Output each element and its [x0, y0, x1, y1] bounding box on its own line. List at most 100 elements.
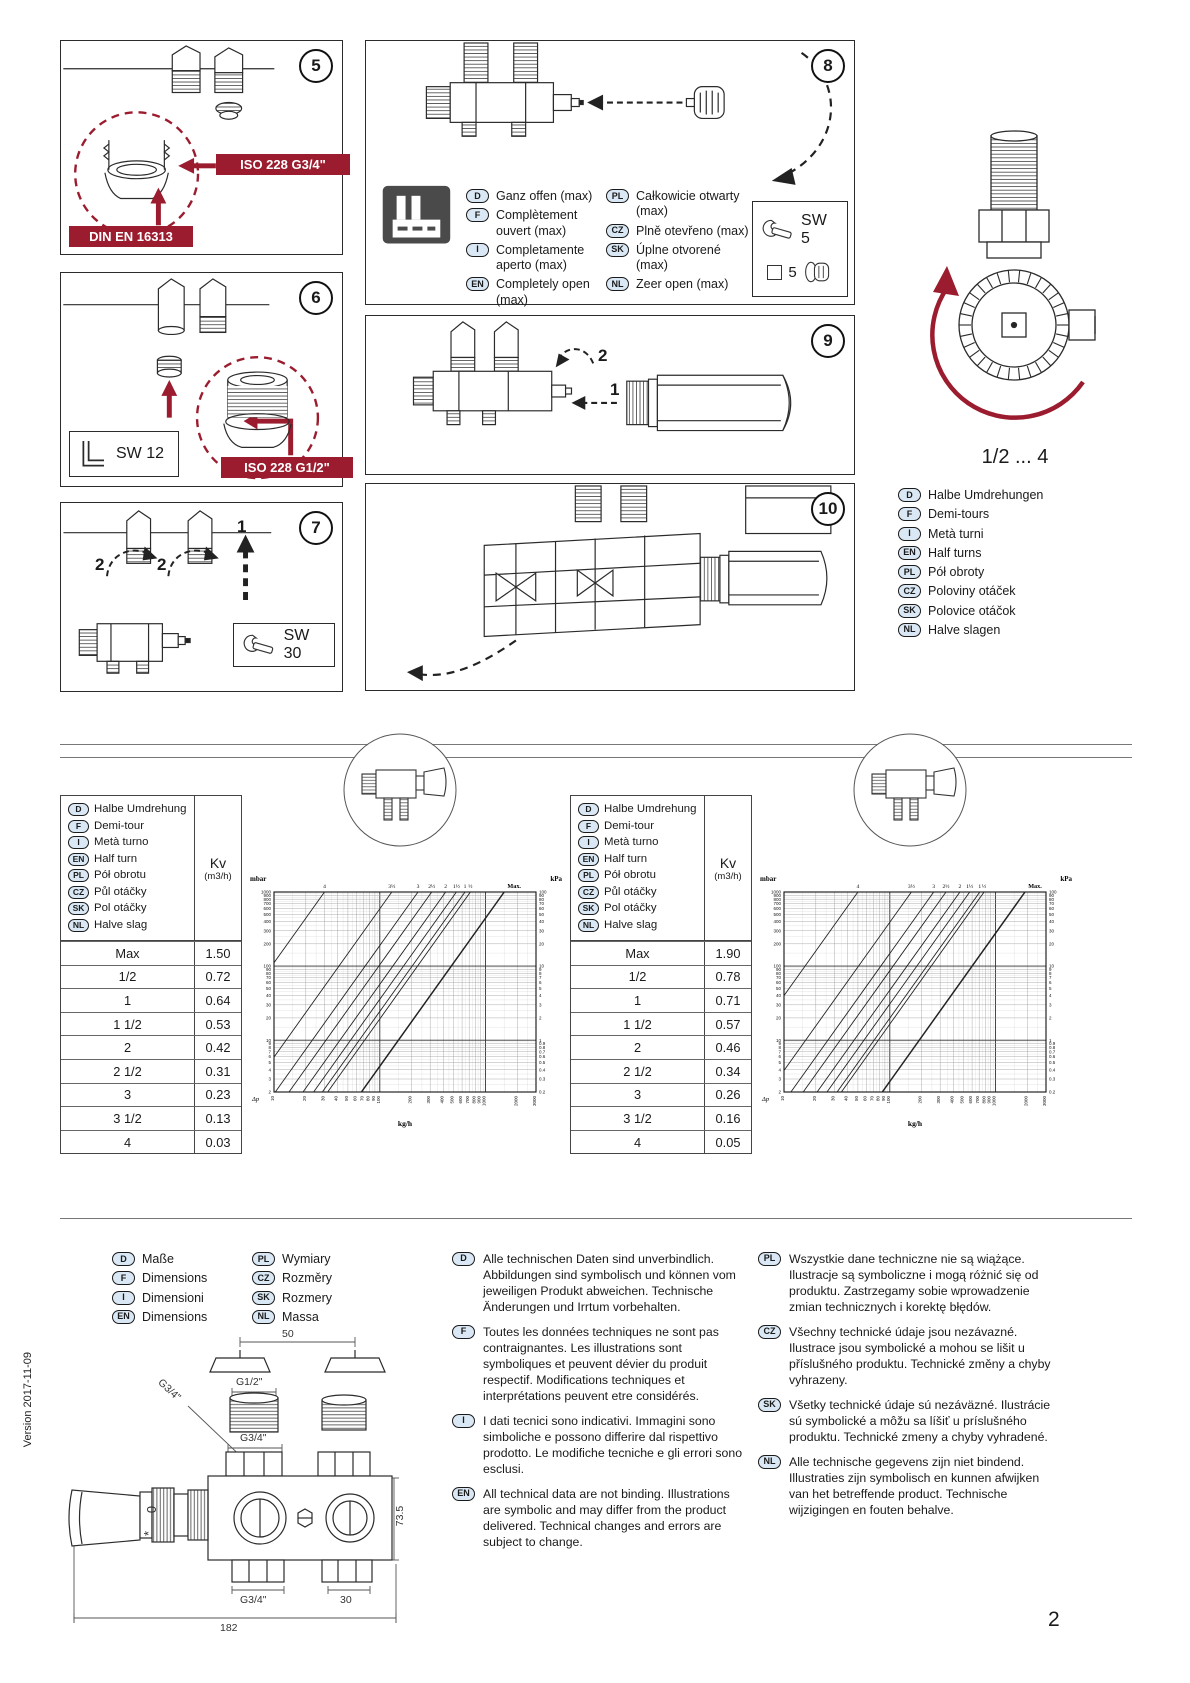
lang-badge: CZ: [68, 885, 89, 899]
svg-text:3000: 3000: [1042, 1096, 1047, 1107]
kv-table-left-header: D Halbe Umdrehung F Demi-tour I Metà tur…: [61, 796, 241, 941]
valve-medallion-left: [343, 733, 457, 847]
svg-text:40: 40: [539, 919, 545, 924]
wrench-icon: [243, 634, 274, 654]
half-turn-value: 1 1/2: [113, 1016, 142, 1032]
svg-text:20: 20: [539, 941, 545, 946]
lang-badge: NL: [898, 622, 921, 637]
lang-row: D Halbe Umdrehung: [68, 803, 192, 817]
lang-badge: I: [578, 836, 599, 849]
disclaimer-text: Všetky technické údaje sú nezáväzné. Ilu…: [789, 1397, 1051, 1444]
svg-text:5: 5: [778, 1060, 781, 1065]
dim-g34-top: G3/4": [240, 1432, 267, 1444]
svg-text:500: 500: [263, 912, 271, 917]
step-2-right: 2: [157, 555, 167, 574]
svg-text:300: 300: [263, 928, 271, 933]
svg-text:20: 20: [1049, 941, 1055, 946]
svg-text:30: 30: [831, 1096, 836, 1102]
lang-badge: F: [68, 819, 89, 833]
svg-text:600: 600: [968, 1096, 973, 1104]
lang-text: Dimensioni: [142, 1290, 204, 1305]
version-label: Version 2017-11-09: [22, 1352, 34, 1448]
lang-badge: PL: [758, 1252, 781, 1266]
lang-row: F Demi-tours: [898, 507, 1118, 522]
svg-text:2½: 2½: [428, 883, 435, 890]
disclaimer-text: I dati tecnici sono indicativi. Immagini…: [483, 1413, 743, 1476]
disclaimer-row: EN All technical data are not binding. I…: [452, 1486, 750, 1551]
kv-value: 1.90: [704, 942, 751, 965]
svg-text:8: 8: [1049, 971, 1052, 976]
lang-badge: D: [466, 189, 489, 203]
lang-row: D Halbe Umdrehung: [578, 803, 702, 817]
din-en-16313-label: DIN EN 16313: [69, 226, 193, 247]
lang-text: Demi-tour: [604, 819, 655, 832]
svg-text:40: 40: [1049, 919, 1055, 924]
half-turn-value: 3: [123, 1087, 132, 1103]
lang-row: F Demi-tour: [578, 819, 702, 834]
svg-text:80: 80: [539, 897, 545, 902]
svg-text:400: 400: [439, 1096, 444, 1104]
lang-row: CZ Půl otáčky: [578, 885, 702, 900]
lang-badge: F: [578, 819, 599, 833]
svg-text:30: 30: [1049, 928, 1055, 933]
sw30-box: SW 30: [233, 623, 335, 667]
svg-text:200: 200: [773, 941, 781, 946]
lang-badge: PL: [68, 869, 89, 882]
lang-text: Zeer open (max): [636, 277, 729, 292]
svg-text:80: 80: [876, 1096, 881, 1102]
sw5-box: SW 5 5: [752, 201, 848, 297]
square-drive-icon: [767, 264, 783, 280]
disclaimer-row: D Alle technischen Daten sind unverbindl…: [452, 1252, 750, 1316]
lang-badge: SK: [578, 902, 599, 915]
svg-text:700: 700: [465, 1096, 470, 1104]
lang-text: Polovice otáčok: [928, 603, 1016, 618]
svg-text:1: 1: [539, 1038, 542, 1043]
lang-text: Halbe Umdrehung: [604, 803, 697, 815]
svg-text:80: 80: [776, 971, 782, 976]
disclaimer-row: I I dati tecnici sono indicativi. Immagi…: [452, 1413, 750, 1478]
svg-text:200: 200: [408, 1096, 413, 1104]
lang-row: EN Dimensions: [112, 1309, 242, 1325]
svg-text:30: 30: [776, 1002, 782, 1007]
lang-row: PL Wymiary: [252, 1252, 382, 1267]
lang-row: CZ Plně otevřeno (max): [606, 223, 756, 239]
kv-value: 0.23: [194, 1083, 241, 1107]
svg-text:0.5: 0.5: [539, 1060, 546, 1065]
half-turns-list: D Halbe Umdrehungen F Demi-tours I Metà …: [898, 488, 1118, 642]
lang-text: Halve slagen: [928, 622, 1001, 637]
lang-badge: EN: [452, 1486, 475, 1501]
panel-7: 7 2 2 1 SW 30: [60, 502, 343, 692]
svg-text:60: 60: [862, 1096, 867, 1102]
lang-text: Maße: [142, 1252, 174, 1266]
lang-text: Pół obrotu: [94, 869, 146, 881]
table-row: 3 0.23: [61, 1082, 241, 1107]
step-1: 1: [610, 380, 620, 399]
iso-228-g34-label: ISO 228 G3/4": [216, 154, 350, 175]
lang-badge: EN: [578, 852, 599, 866]
svg-text:100: 100: [886, 1096, 891, 1104]
kv-column-header: Kv (m3/h): [194, 796, 241, 940]
svg-text:50: 50: [539, 912, 545, 917]
svg-text:4: 4: [1049, 993, 1052, 998]
lang-row: I Metà turno: [578, 836, 702, 850]
svg-text:10: 10: [776, 1038, 782, 1043]
half-turn-value: 1/2: [118, 969, 137, 985]
lang-badge: CZ: [606, 223, 629, 238]
svg-text:50: 50: [344, 1096, 349, 1102]
lang-row: SK Pol otáčky: [578, 902, 702, 916]
panel-9-art: [412, 321, 792, 432]
half-turn-value: 2 1/2: [113, 1063, 142, 1079]
sw12-label: SW 12: [116, 445, 165, 462]
dims-langs-col2: PL Wymiary CZ Rozměry SK Rozmery NL Mass…: [252, 1252, 382, 1329]
svg-text:5: 5: [539, 986, 542, 991]
svg-text:100: 100: [539, 890, 547, 895]
lang-text: Half turn: [94, 852, 138, 865]
section-divider: [60, 757, 1132, 758]
svg-text:0.2: 0.2: [1049, 1090, 1056, 1095]
lang-text: Poloviny otáček: [928, 584, 1016, 599]
svg-text:3: 3: [417, 884, 420, 890]
lang-row: CZ Rozměry: [252, 1271, 382, 1286]
lang-row: EN Half turn: [68, 852, 192, 867]
disclaimers-col2: PL Wszystkie dane techniczne nie są wiąż…: [758, 1252, 1058, 1528]
svg-text:800: 800: [471, 1096, 476, 1104]
